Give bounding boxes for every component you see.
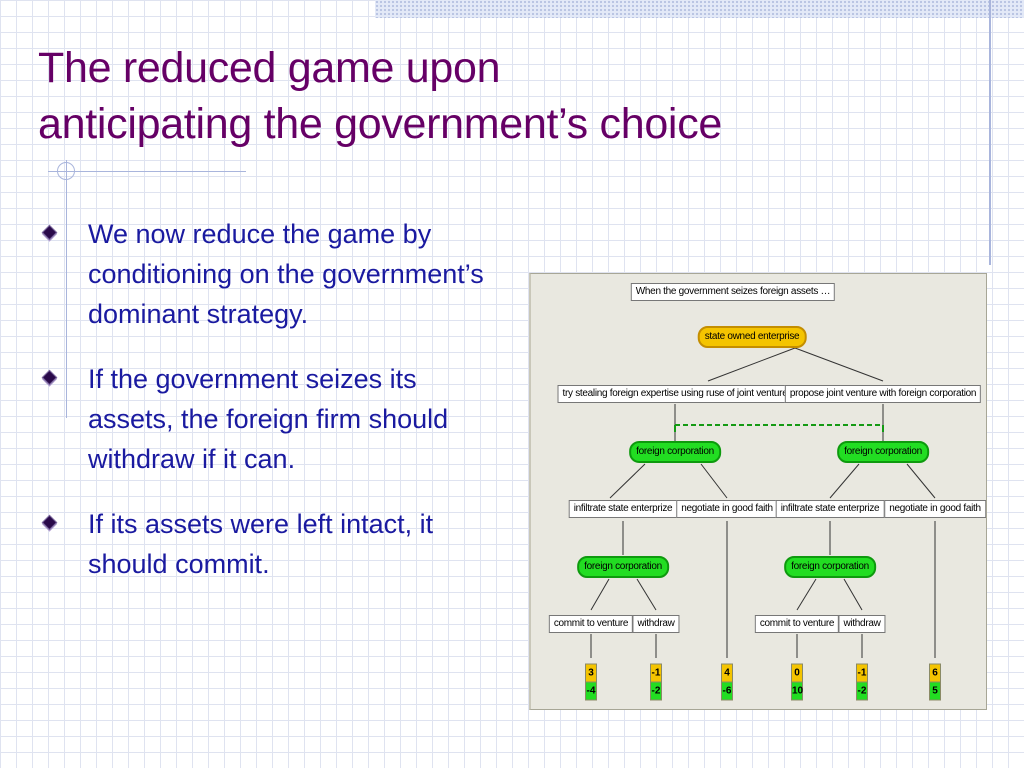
action-commit: commit to venture	[548, 615, 634, 633]
decorative-rule-left	[66, 160, 67, 418]
diamond-bullet-icon	[41, 224, 58, 241]
edge-fc-right-infiltrate	[829, 463, 860, 499]
action-steal-expertise: try stealing foreign expertise using rus…	[557, 385, 793, 403]
action-propose-venture: propose joint venture with foreign corpo…	[784, 385, 982, 403]
action-commit: commit to venture	[754, 615, 840, 633]
edge-to-withdraw-left	[636, 578, 657, 611]
edge-root-left	[707, 347, 796, 382]
action-infiltrate: infiltrate state enterprize	[775, 500, 885, 518]
payoff-state: -1	[650, 663, 662, 683]
bullet-text: We now reduce the game by conditioning o…	[88, 219, 484, 329]
edge-root-right	[794, 347, 884, 382]
bullet-item: If the government seizes its assets, the…	[40, 359, 500, 479]
diamond-bullet-icon	[41, 369, 58, 386]
bullet-item: We now reduce the game by conditioning o…	[40, 214, 500, 334]
payoff-box: -1 -2	[856, 663, 868, 701]
payoff-box: 0 10	[791, 663, 803, 701]
decorative-circle	[57, 162, 75, 180]
payoff-state: 3	[585, 663, 597, 683]
action-infiltrate: infiltrate state enterprize	[568, 500, 678, 518]
slide-title-line-2: anticipating the government’s choice	[38, 100, 723, 148]
bullet-text: If the government seizes its assets, the…	[88, 364, 449, 474]
payoff-foreign: -2	[856, 682, 868, 701]
action-withdraw: withdraw	[632, 615, 680, 633]
payoff-foreign: -4	[585, 682, 597, 701]
slide-title: The reduced game upon anticipating the g…	[38, 40, 722, 152]
foreign-corporation-node: foreign corporation	[837, 441, 929, 463]
edge-to-withdraw-right	[843, 578, 863, 611]
edge-to-commit-right	[796, 578, 817, 611]
foreign-corporation-node: foreign corporation	[784, 556, 876, 578]
decorative-rule-horizontal	[48, 171, 246, 172]
payoff-box: 4 -6	[721, 663, 733, 701]
state-enterprise-node: state owned enterprise	[697, 326, 807, 348]
slide-title-line-1: The reduced game upon	[38, 44, 501, 92]
action-withdraw: withdraw	[838, 615, 886, 633]
action-negotiate: negotiate in good faith	[884, 500, 986, 518]
edge-fc-left-negotiate	[700, 463, 728, 499]
bullet-text: If its assets were left intact, it shoul…	[88, 509, 434, 579]
bullet-list: We now reduce the game by conditioning o…	[40, 214, 500, 584]
edge-fc-right-negotiate	[906, 463, 936, 499]
payoff-foreign: -2	[650, 682, 662, 701]
payoff-box: -1 -2	[650, 663, 662, 701]
payoff-state: -1	[856, 663, 868, 683]
game-tree-diagram: When the government seizes foreign asset…	[529, 273, 987, 710]
foreign-corporation-node: foreign corporation	[629, 441, 721, 463]
payoff-foreign: 10	[791, 682, 803, 701]
edge-fc-left-infiltrate	[609, 463, 646, 499]
payoff-box: 6 5	[929, 663, 941, 701]
payoff-box: 3 -4	[585, 663, 597, 701]
decorative-rule-right	[989, 0, 991, 265]
game-tree-edges	[590, 347, 936, 658]
payoff-state: 6	[929, 663, 941, 683]
bullet-item: If its assets were left intact, it shoul…	[40, 504, 500, 584]
top-decorative-band	[375, 0, 1024, 18]
foreign-corporation-node: foreign corporation	[577, 556, 669, 578]
payoff-state: 0	[791, 663, 803, 683]
diagram-header-label: When the government seizes foreign asset…	[630, 283, 836, 301]
payoff-foreign: -6	[721, 682, 733, 701]
action-negotiate: negotiate in good faith	[676, 500, 778, 518]
payoff-state: 4	[721, 663, 733, 683]
payoff-foreign: 5	[929, 682, 941, 701]
edge-to-commit-left	[590, 578, 610, 611]
diamond-bullet-icon	[41, 514, 58, 531]
